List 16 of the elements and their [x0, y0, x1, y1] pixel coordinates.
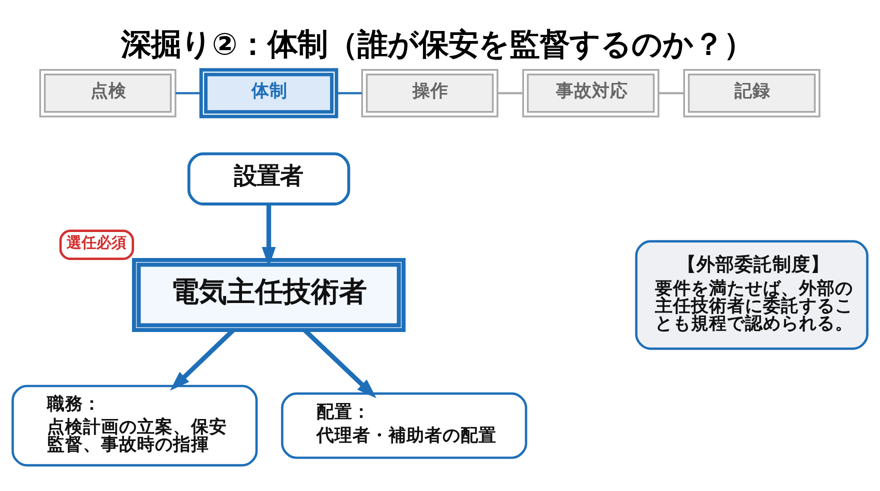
node-box: 体制 [199, 68, 338, 118]
node-box: 記録 [683, 68, 820, 117]
node-box: 事故対応 [522, 68, 660, 117]
node-box: 操作 [361, 68, 498, 117]
diagram-title: 深掘り②：体制（誰が保安を監督するのか？） [120, 26, 754, 62]
connector [498, 92, 523, 94]
node-label: 選任必須 [66, 233, 126, 252]
arrow [262, 204, 276, 266]
node-box: 点検 [39, 68, 176, 117]
connector [658, 92, 684, 94]
connector [336, 92, 362, 94]
node-box: 配置： 代理者・補助者の配置 [281, 392, 528, 458]
node-box: 【外部委託制度】 要件を満たせば、外部の主任技術者に委託することも規程で認められる。 [635, 240, 868, 350]
connector [176, 92, 201, 94]
node-box: 職務： 点検計画の立案、保安監督、事故時の指揮 [12, 384, 258, 466]
node-box: 設置者 [187, 152, 350, 205]
